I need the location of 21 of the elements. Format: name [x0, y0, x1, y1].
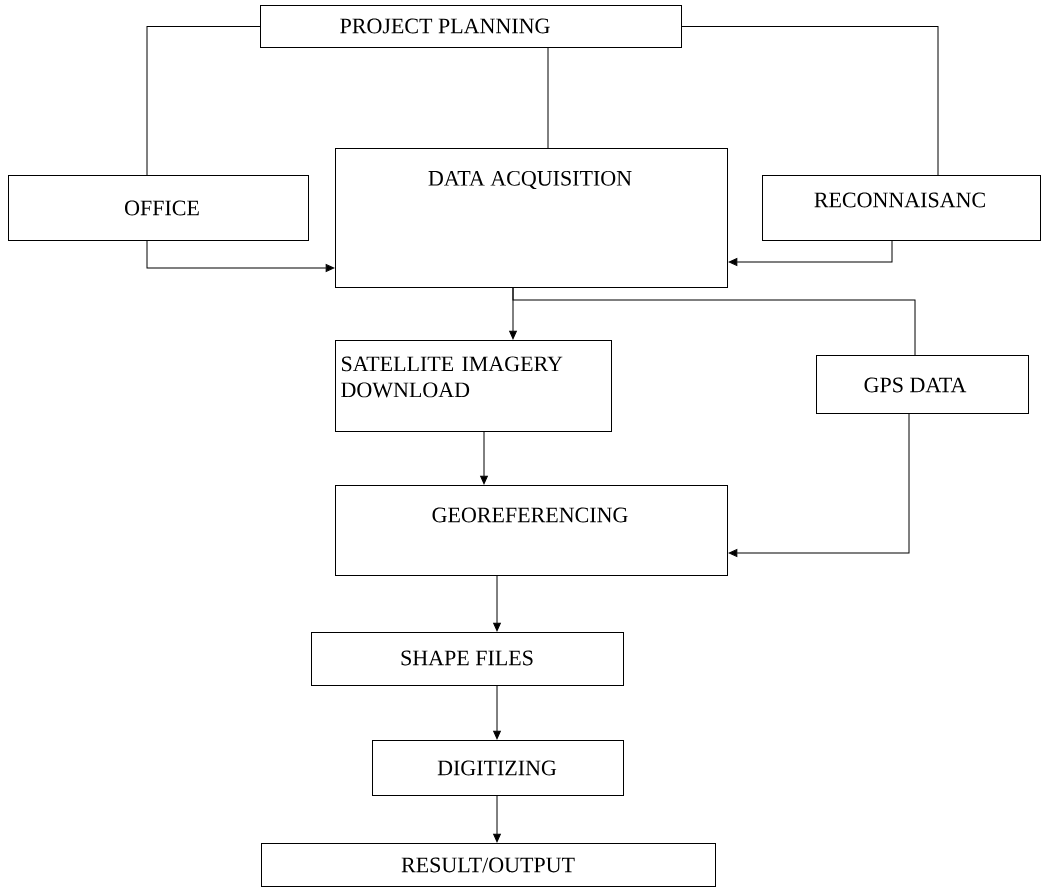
process-box: GEOREFERENCING: [335, 485, 728, 576]
connector-line: [493, 795, 501, 843]
connector-line: [512, 287, 916, 356]
connector-line: [146, 240, 335, 272]
connector-line: [681, 26, 939, 176]
connector-line: [728, 240, 893, 266]
connector-line: [547, 47, 549, 149]
connector-line: [493, 575, 501, 632]
connector-line: [146, 26, 261, 176]
process-box: GPS DATA: [816, 355, 1029, 414]
connector-line: [480, 431, 488, 485]
process-box: SATELLITE IMAGERY DOWNLOAD: [335, 340, 612, 432]
process-box: PROJECT PLANNING: [260, 5, 682, 48]
process-box: RECONNAISANC: [762, 175, 1041, 241]
process-box: OFFICE: [8, 175, 309, 241]
process-box: DIGITIZING: [372, 740, 624, 796]
connector-line: [493, 685, 501, 740]
process-box: SHAPE FILES: [311, 632, 624, 686]
process-box: RESULT/OUTPUT: [261, 843, 716, 887]
process-box: DATA ACQUISITION: [335, 148, 728, 288]
connector-line: [728, 413, 910, 557]
